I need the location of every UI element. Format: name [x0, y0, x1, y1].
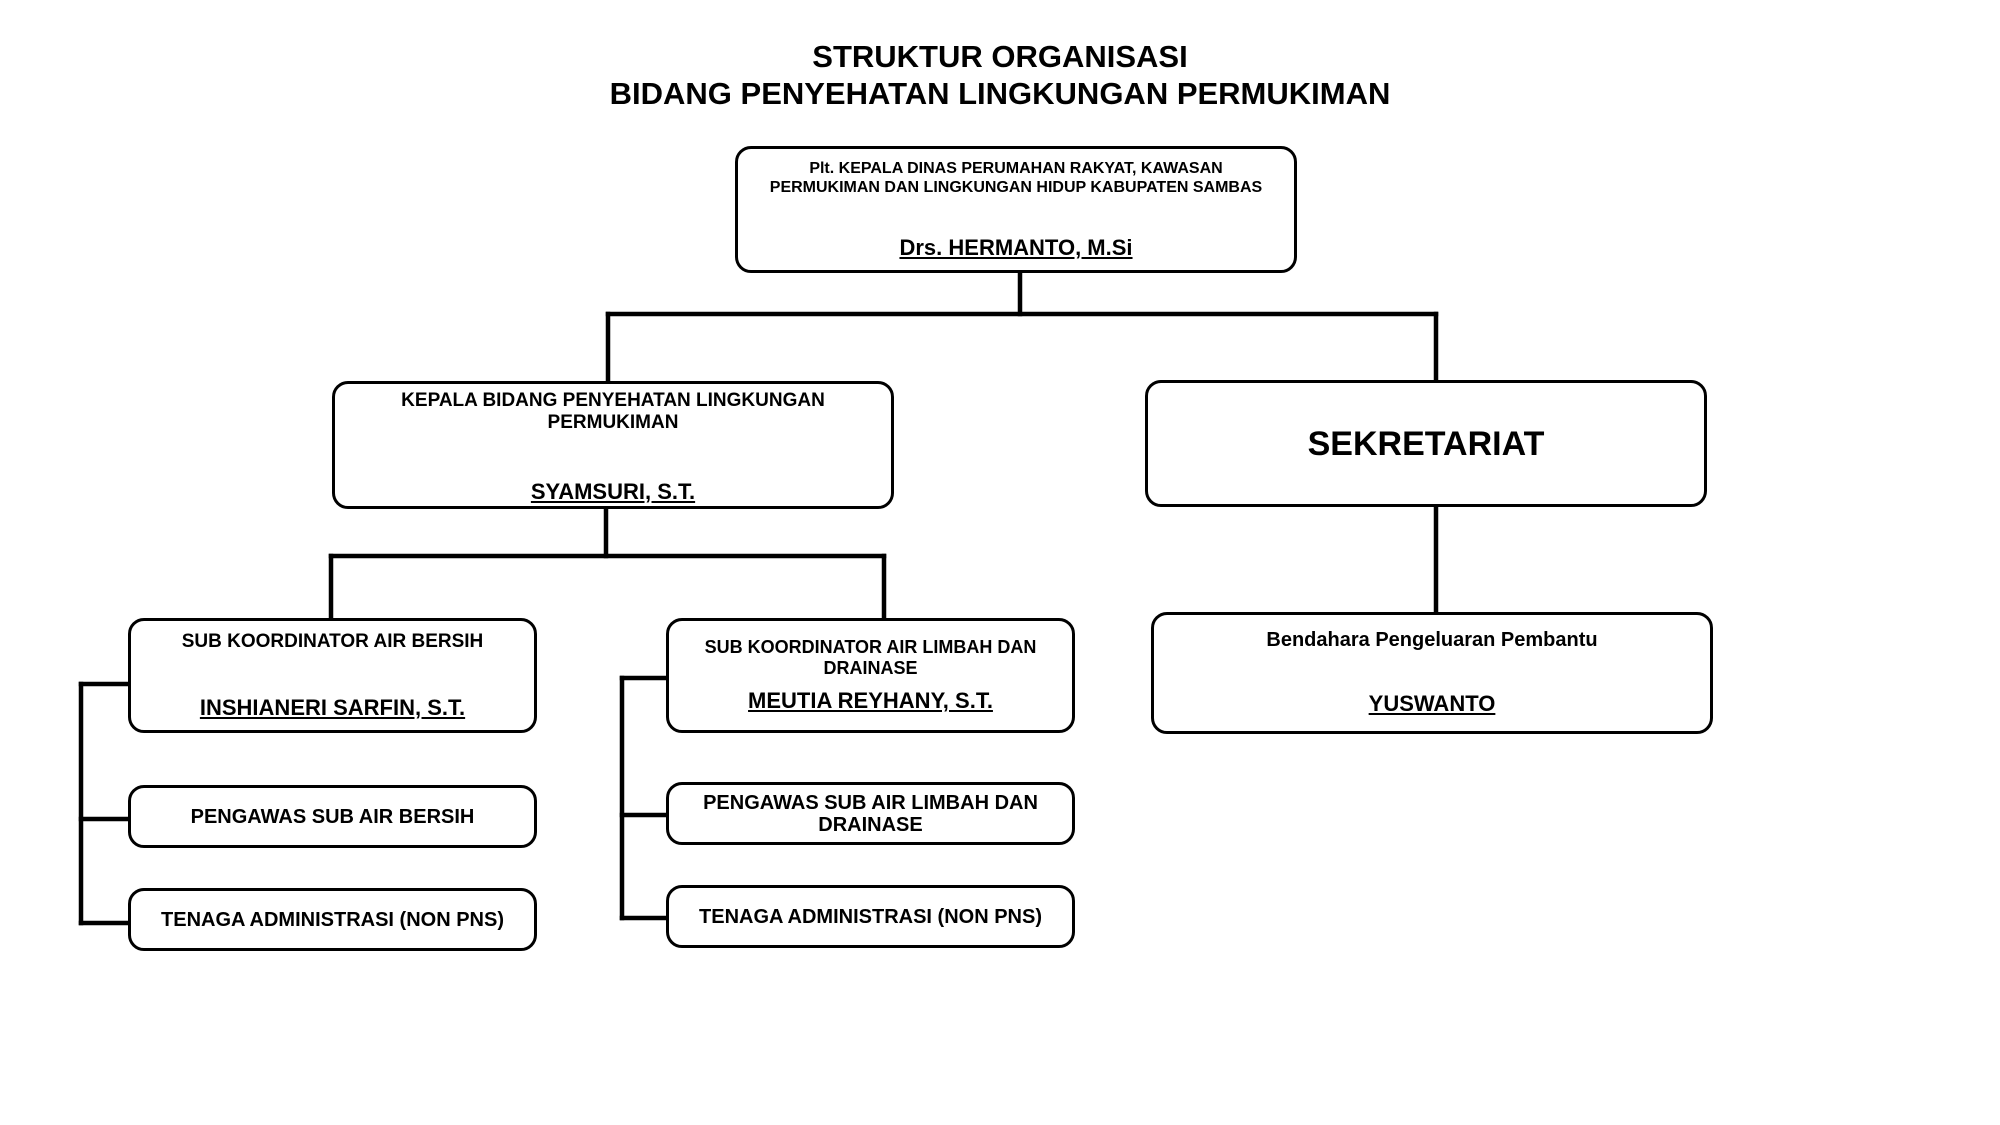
sub-air-bersih-role: SUB KOORDINATOR AIR BERSIH — [181, 631, 484, 652]
admin-air-limbah-label: TENAGA ADMINISTRASI (NON PNS) — [699, 905, 1042, 928]
bendahara-name: YUSWANTO — [1368, 691, 1496, 716]
sub-air-limbah-box: SUB KOORDINATOR AIR LIMBAH DAN DRAINASE … — [666, 618, 1075, 733]
sekretariat-label: SEKRETARIAT — [1307, 424, 1545, 463]
bendahara-role: Bendahara Pengeluaran Pembantu — [1266, 629, 1598, 651]
sub-air-bersih-name: INSHIANERI SARFIN, S.T. — [199, 695, 466, 720]
kepala-dinas-role: Plt. KEPALA DINAS PERUMAHAN RAKYAT, KAWA… — [769, 160, 1263, 196]
pengawas-air-bersih-box: PENGAWAS SUB AIR BERSIH — [128, 785, 537, 848]
admin-air-bersih-box: TENAGA ADMINISTRASI (NON PNS) — [128, 888, 537, 951]
sub-air-bersih-box: SUB KOORDINATOR AIR BERSIH INSHIANERI SA… — [128, 618, 537, 733]
pengawas-air-limbah-label: PENGAWAS SUB AIR LIMBAH DAN DRAINASE — [703, 791, 1038, 836]
pengawas-air-bersih-label: PENGAWAS SUB AIR BERSIH — [190, 805, 475, 828]
kepala-bidang-role: KEPALA BIDANG PENYEHATAN LINGKUNGAN PERM… — [401, 390, 825, 433]
sekretariat-box: SEKRETARIAT — [1145, 380, 1707, 507]
chart-title-line-1: STRUKTUR ORGANISASI — [812, 39, 1188, 74]
kepala-dinas-name: Drs. HERMANTO, M.Si — [899, 235, 1133, 260]
chart-title-line-2: BIDANG PENYEHATAN LINGKUNGAN PERMUKIMAN — [609, 76, 1391, 111]
bendahara-box: Bendahara Pengeluaran Pembantu YUSWANTO — [1151, 612, 1713, 734]
pengawas-air-limbah-box: PENGAWAS SUB AIR LIMBAH DAN DRAINASE — [666, 782, 1075, 845]
sub-air-limbah-role: SUB KOORDINATOR AIR LIMBAH DAN DRAINASE — [704, 637, 1037, 678]
kepala-dinas-box: Plt. KEPALA DINAS PERUMAHAN RAKYAT, KAWA… — [735, 146, 1297, 273]
kepala-bidang-name: SYAMSURI, S.T. — [530, 479, 696, 504]
admin-air-bersih-label: TENAGA ADMINISTRASI (NON PNS) — [161, 908, 504, 931]
admin-air-limbah-box: TENAGA ADMINISTRASI (NON PNS) — [666, 885, 1075, 948]
kepala-bidang-box: KEPALA BIDANG PENYEHATAN LINGKUNGAN PERM… — [332, 381, 894, 509]
sub-air-limbah-name: MEUTIA REYHANY, S.T. — [748, 688, 993, 713]
